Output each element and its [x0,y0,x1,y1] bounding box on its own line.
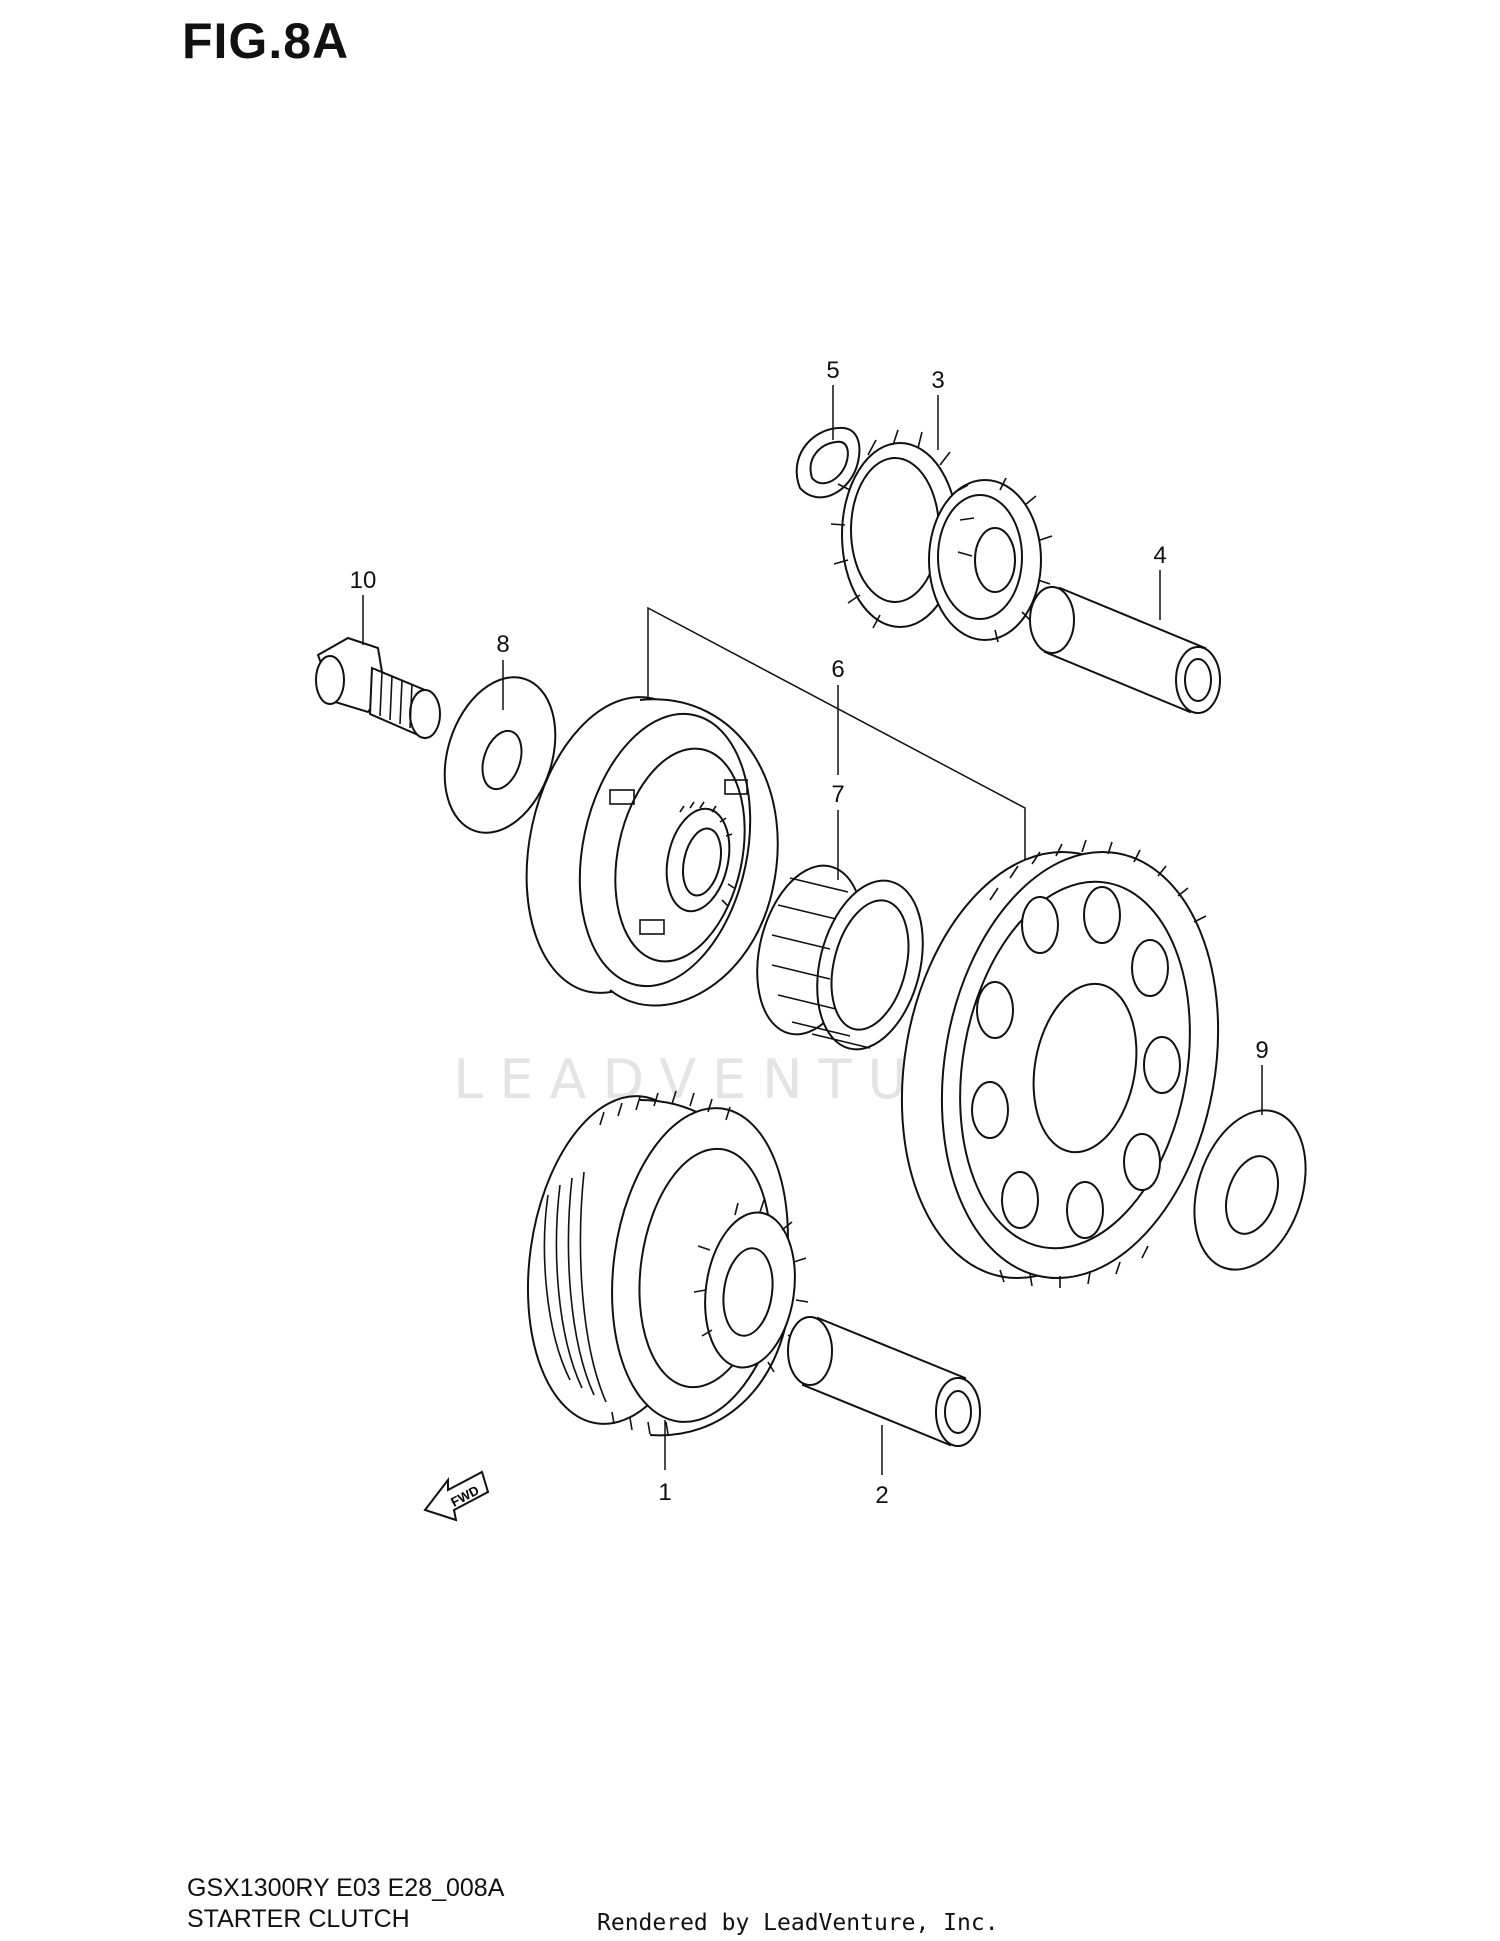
part-6-7-needle-bearing[interactable] [741,854,940,1060]
callout-7[interactable]: 7 [831,781,844,808]
part-5-circlip[interactable] [795,426,861,499]
part-10-bolt[interactable] [315,636,441,740]
part-1-starter-clutch-gear[interactable] [508,1084,809,1437]
callout-4[interactable]: 4 [1153,542,1166,569]
figure-title: FIG.8A [182,13,350,69]
part-9-washer[interactable] [1175,1096,1325,1284]
one-way-clutch-housing[interactable] [501,680,779,1011]
callout-5[interactable]: 5 [826,357,839,384]
part-4-shaft[interactable] [1029,586,1221,714]
callout-2[interactable]: 2 [875,1482,888,1509]
callout-9[interactable]: 9 [1255,1037,1268,1064]
starter-driven-gear[interactable] [870,830,1251,1300]
part-2-shaft[interactable] [787,1316,981,1447]
part-8-washer[interactable] [426,663,574,847]
callout-3[interactable]: 3 [931,367,944,394]
callout-8[interactable]: 8 [496,631,509,658]
rendered-by-credit: Rendered by LeadVenture, Inc. [597,1910,999,1936]
assembly-bracket-line [647,606,1026,890]
section-name: STARTER CLUTCH [187,1905,410,1933]
fwd-direction-arrow: FWD [423,1470,490,1522]
callout-10[interactable]: 10 [350,567,377,594]
leader-lines [362,385,1263,1475]
callout-6[interactable]: 6 [831,656,844,683]
model-code: GSX1300RY E03 E28_008A [187,1874,505,1902]
callout-1[interactable]: 1 [658,1479,671,1506]
part-3-idle-gear[interactable] [830,429,1053,643]
